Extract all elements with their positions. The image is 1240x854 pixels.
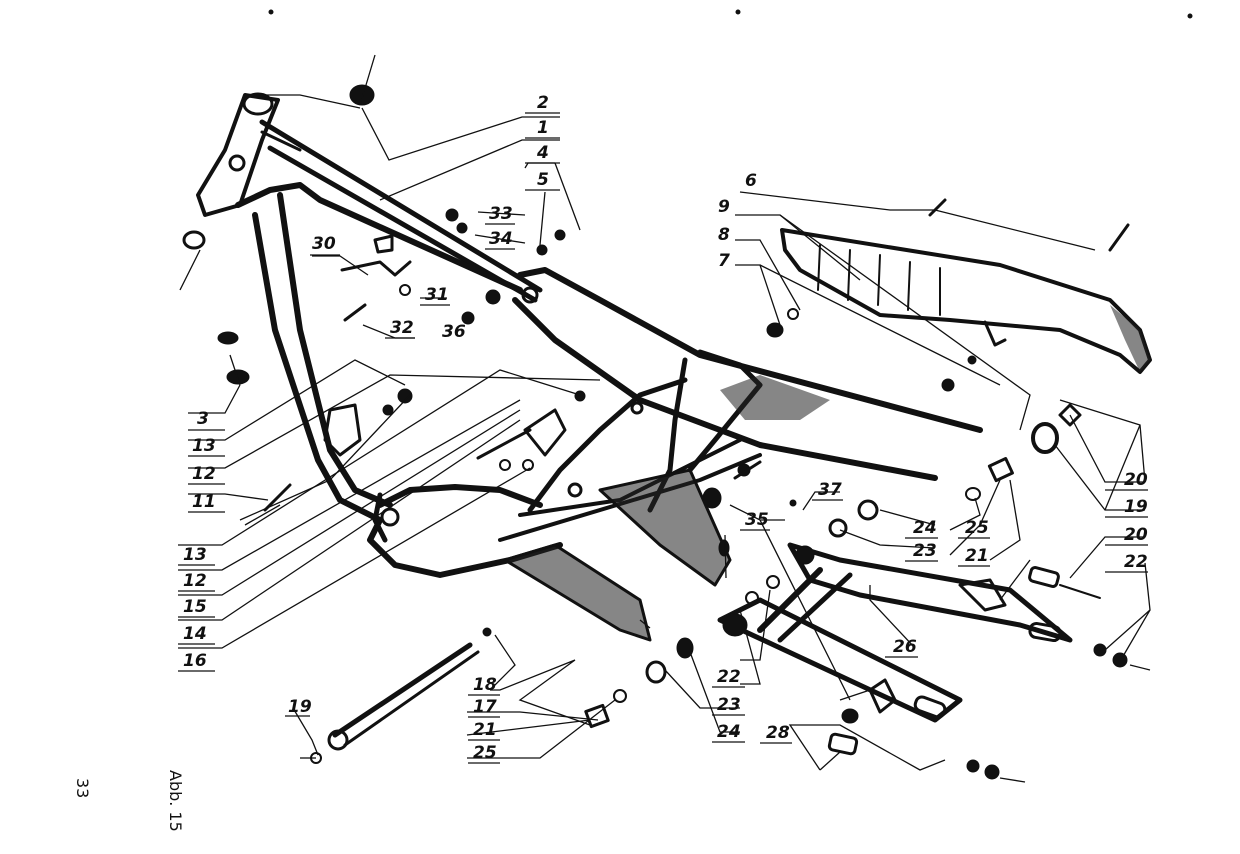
- callout-labels: 2 1 4 5 33 34 30 31 32 36 3 13 12 11 13 …: [178, 93, 1148, 764]
- callout-13-upper: 13: [192, 436, 216, 456]
- figure-caption: Abb. 15: [166, 770, 185, 832]
- callout-25-left: 25: [473, 743, 497, 763]
- callout-6: 6: [745, 171, 757, 191]
- rear-fender: [780, 228, 1152, 374]
- callout-36: 36: [442, 322, 466, 342]
- callout-8: 8: [718, 225, 730, 245]
- callout-23-right: 23: [913, 541, 937, 561]
- callout-19-right: 19: [1124, 497, 1148, 517]
- callout-26: 26: [893, 637, 917, 657]
- leader-lines: [178, 54, 1151, 783]
- callout-21-left: 21: [473, 720, 497, 740]
- callout-23-lower: 23: [717, 695, 741, 715]
- callout-9: 9: [718, 197, 730, 217]
- swing-arm: [717, 542, 1073, 723]
- hardware-parts: [182, 84, 1130, 780]
- stand-bolt: [327, 627, 492, 751]
- page-number: 33: [73, 778, 92, 798]
- callout-37: 37: [818, 480, 842, 500]
- callout-24-right: 24: [913, 518, 937, 538]
- callout-19-left: 19: [288, 697, 312, 717]
- callout-34: 34: [489, 229, 513, 249]
- callout-21-right: 21: [965, 546, 989, 566]
- callout-1: 1: [537, 118, 549, 138]
- callout-28: 28: [766, 723, 790, 743]
- callout-20-lower: 20: [1124, 525, 1148, 545]
- callout-24-lower: 24: [717, 722, 741, 742]
- callout-22-lower: 22: [717, 667, 741, 687]
- callout-11: 11: [192, 492, 216, 512]
- callout-18: 18: [473, 675, 497, 695]
- callout-17: 17: [473, 697, 497, 717]
- callout-12-upper: 12: [192, 464, 216, 484]
- callout-3: 3: [197, 409, 209, 429]
- callout-25-right: 25: [965, 518, 989, 538]
- callout-7: 7: [718, 251, 730, 271]
- callout-33: 33: [489, 204, 513, 224]
- callout-15: 15: [183, 597, 207, 617]
- callout-16: 16: [183, 651, 207, 671]
- callout-35: 35: [745, 510, 769, 530]
- callout-14: 14: [183, 624, 207, 644]
- callout-13-lower: 13: [183, 545, 207, 565]
- callout-30: 30: [312, 234, 336, 254]
- callout-5: 5: [537, 170, 549, 190]
- main-frame: [196, 92, 983, 642]
- callout-31: 31: [425, 285, 449, 305]
- callout-22-right: 22: [1124, 552, 1148, 572]
- callout-12-lower: 12: [183, 571, 207, 591]
- callout-4: 4: [536, 143, 549, 163]
- callout-32: 32: [390, 318, 414, 338]
- callout-2: 2: [537, 93, 549, 113]
- callout-20-upper: 20: [1124, 470, 1148, 490]
